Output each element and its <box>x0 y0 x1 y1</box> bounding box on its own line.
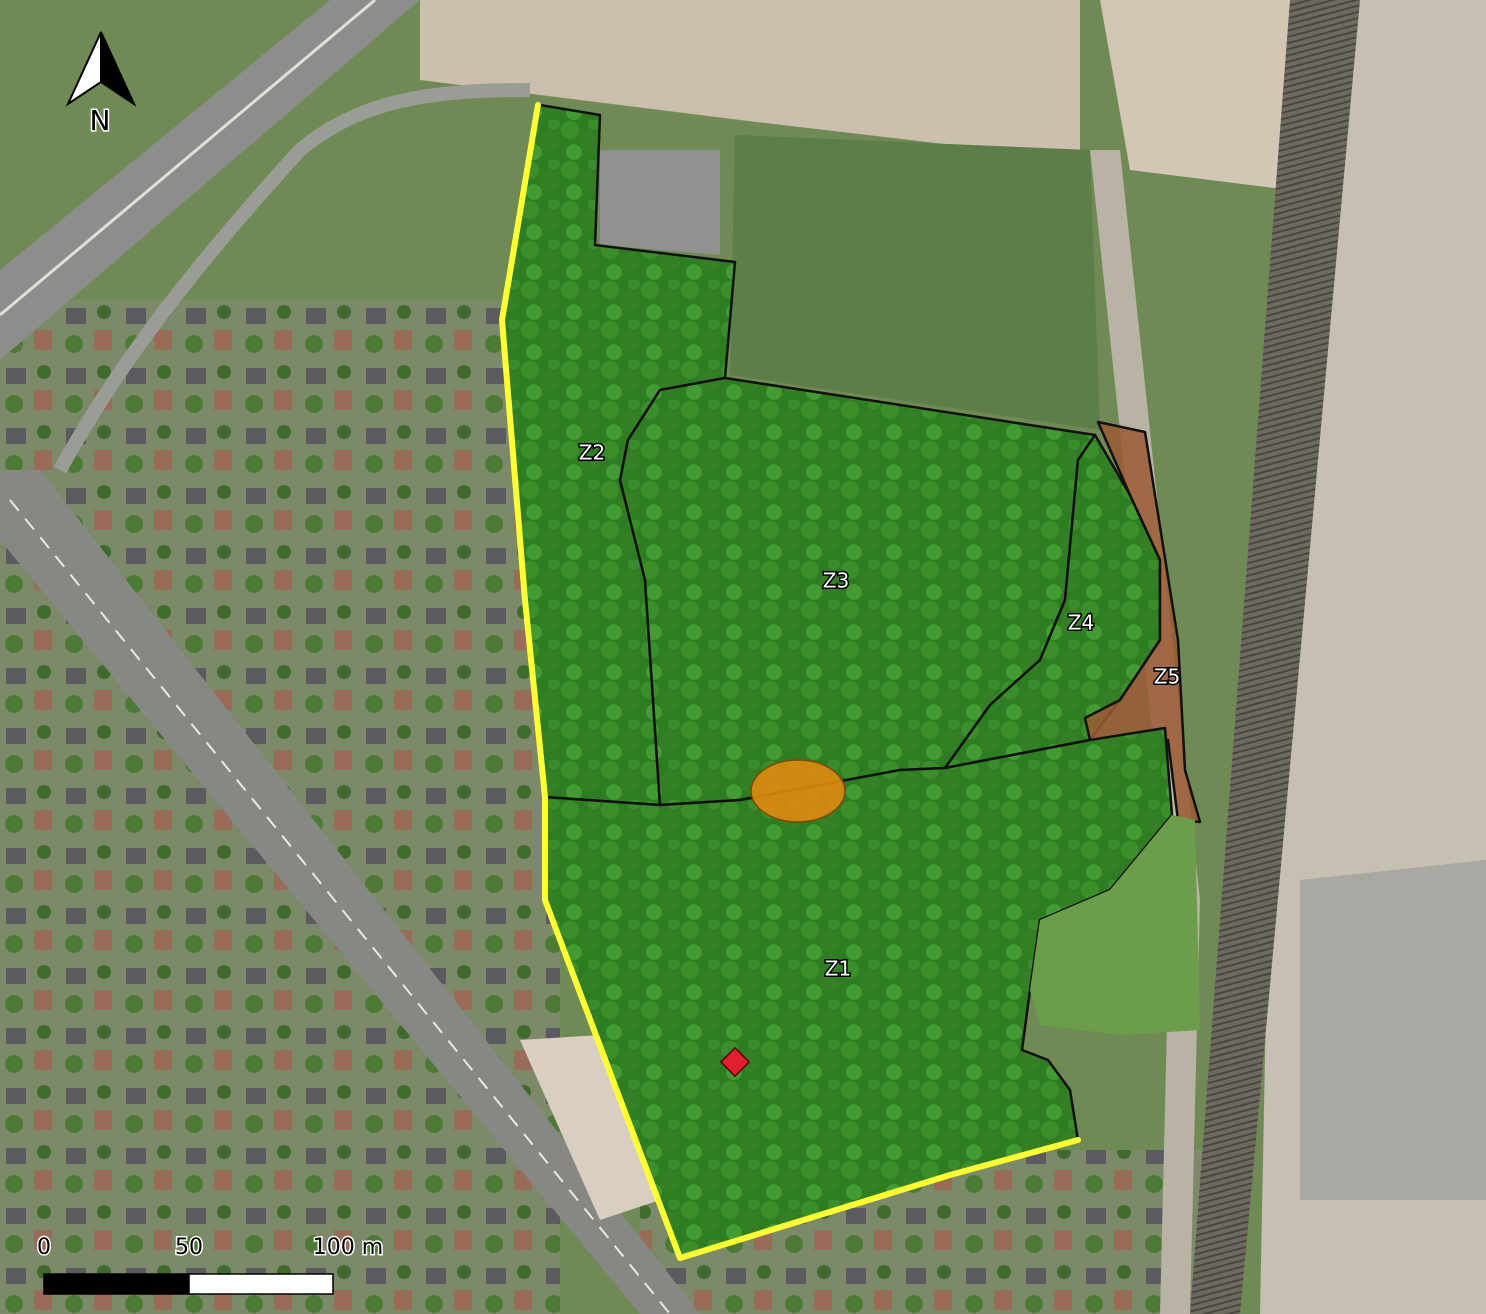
scale-bar-segment-white <box>188 1273 334 1295</box>
zone-label-z1: Z1 <box>825 957 851 981</box>
north-arrow-icon-dark <box>100 31 137 107</box>
bare-field-north <box>420 0 1080 160</box>
parking-lot-east <box>1300 860 1486 1200</box>
scale-label-50: 50 <box>175 1235 203 1260</box>
scale-bar: 0 50 100 m <box>36 1234 385 1295</box>
highway-median <box>0 0 376 317</box>
main-road-marking <box>9 499 671 1314</box>
cemetery <box>730 135 1100 430</box>
main-road <box>0 470 700 1314</box>
zone-label-z5: Z5 <box>1154 665 1180 689</box>
scale-label-0: 0 <box>37 1235 51 1260</box>
red-diamond-point <box>719 1046 751 1078</box>
orange-ellipse-area <box>750 759 846 823</box>
site-boundary-line <box>499 102 1081 1261</box>
access-road <box>53 83 531 474</box>
north-arrow: N <box>65 31 137 139</box>
zone-label-z4: Z4 <box>1068 611 1094 635</box>
bare-field-northeast <box>1100 0 1300 190</box>
grass-clearing <box>1030 815 1200 1035</box>
highway <box>0 0 420 360</box>
north-label: N <box>90 104 111 137</box>
railway <box>1190 0 1360 1314</box>
scale-label-100m: 100 m <box>313 1235 383 1260</box>
zone-label-z3: Z3 <box>823 569 849 593</box>
zone-label-z2: Z2 <box>579 441 605 465</box>
parking-lot-north <box>600 150 720 255</box>
scale-bar-segment-black <box>43 1273 190 1295</box>
playground <box>520 1035 660 1220</box>
